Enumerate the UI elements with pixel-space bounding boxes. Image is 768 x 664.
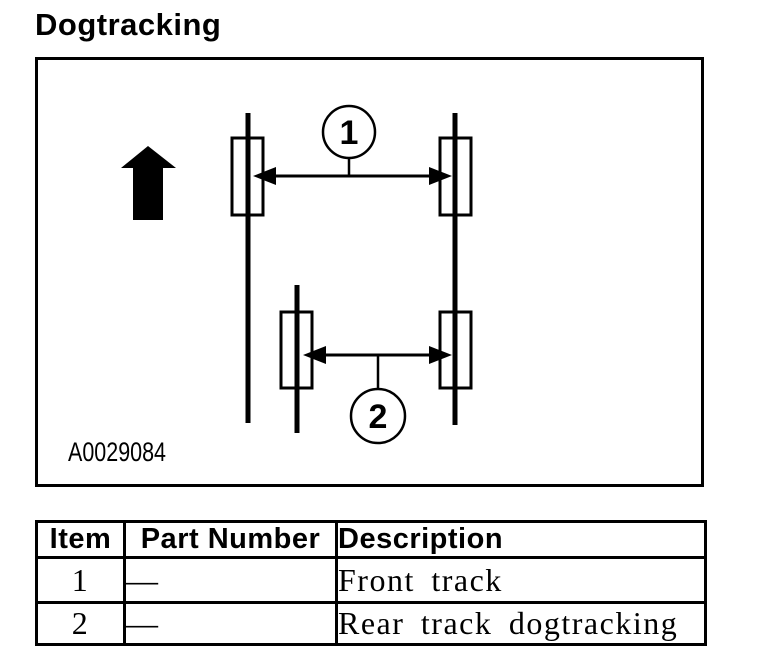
column-header-description: Description: [335, 520, 707, 559]
callout-1-number: 1: [340, 114, 359, 152]
column-header-item: Item: [35, 520, 126, 559]
rear-left-wheel: [279, 310, 314, 390]
parts-table-header-row: Item Part Number Description: [35, 520, 707, 559]
rear-track-dimension-arrow: 2: [303, 346, 452, 445]
figure-id-label: A0029084: [68, 437, 166, 467]
row2-description-cell: Rear track dogtracking: [335, 601, 707, 646]
row1-description-cell: Front track: [335, 556, 707, 604]
front-track-left-arrowhead-icon: [253, 167, 276, 185]
page-title: Dogtracking: [35, 7, 222, 42]
table-row: 2 — Rear track dogtracking: [35, 601, 707, 646]
table-row: 1 — Front track: [35, 556, 707, 604]
row2-item-cell: 2: [35, 601, 126, 646]
rear-track-right-arrowhead-icon: [429, 346, 452, 364]
parts-table: Item Part Number Description 1 — Front t…: [35, 520, 707, 646]
rear-right-wheel: [438, 310, 473, 390]
callout-2-circle: [349, 387, 407, 445]
row1-part-number-cell: —: [123, 556, 338, 604]
row2-part-number-cell: —: [123, 601, 338, 646]
dogtracking-diagram: 1 2 A0029084: [68, 104, 473, 467]
rear-track-left-arrowhead-icon: [303, 346, 326, 364]
callout-2-number: 2: [369, 398, 388, 436]
direction-up-arrow-icon: [121, 146, 176, 220]
row1-item-cell: 1: [35, 556, 126, 604]
column-header-part-number: Part Number: [123, 520, 338, 559]
dogtracking-figure: 1 2 A0029084: [35, 57, 704, 487]
front-track-dimension-arrow: 1: [253, 104, 452, 185]
front-track-right-arrowhead-icon: [429, 167, 452, 185]
callout-1-circle: [321, 104, 377, 160]
